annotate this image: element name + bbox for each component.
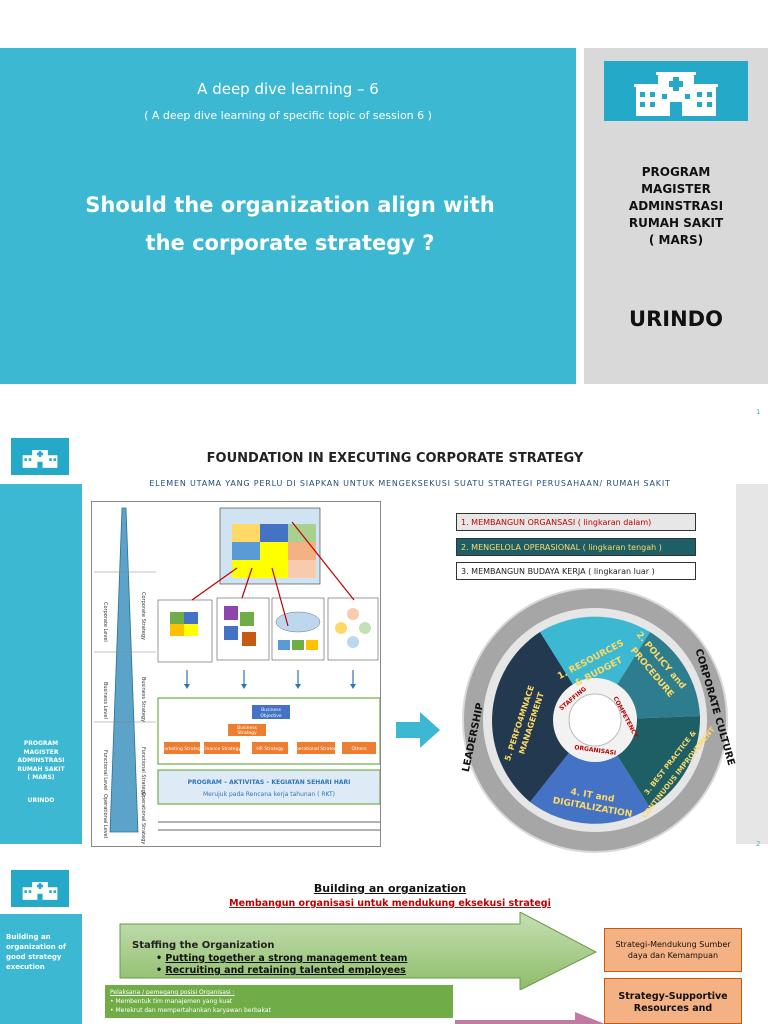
function-label: HR Strategy <box>256 746 284 752</box>
slide1-page-number: 1 <box>756 408 761 416</box>
staffing-bullet: • Recruiting and retaining talented empl… <box>156 965 406 976</box>
staffing-arrow <box>119 912 598 990</box>
tower-label: Corporate Level <box>102 602 108 642</box>
svg-text:Strategy: Strategy <box>237 730 257 736</box>
hospital-icon <box>22 881 58 900</box>
slide3-sidebar-text: Building an organization of good strateg… <box>6 933 67 971</box>
slide2-sidebar-institution: URINDO <box>27 797 55 804</box>
tower-label: Functional Level <box>102 750 108 791</box>
staffing-bullet: • Putting together a strong management t… <box>156 953 408 964</box>
business-objective-label: Business <box>261 707 281 713</box>
program-line: PROGRAM <box>641 165 711 179</box>
slide1-program-name: PROGRAM MAGISTER ADMINSTRASI RUMAH SAKIT… <box>600 164 752 249</box>
slide2-title: FOUNDATION IN EXECUTING CORPORATE STRATE… <box>206 451 584 466</box>
function-box <box>252 742 288 754</box>
hospital-icon <box>634 72 718 116</box>
svg-text:Objective: Objective <box>260 713 282 719</box>
wheel-segment-performance <box>492 632 595 802</box>
function-label: Others <box>351 746 367 752</box>
slide1-institution: URINDO <box>629 307 723 331</box>
slide1-title-line1: Should the organization align with <box>85 193 495 217</box>
tower-label: Operational Level <box>102 794 108 838</box>
wheel-core <box>568 693 622 747</box>
slide1-title: Should the organization align with the c… <box>60 186 520 262</box>
wheel-segment-it <box>530 720 650 824</box>
function-box <box>297 742 335 754</box>
program-line: PROGRAM <box>23 740 59 747</box>
green-box-heading: Pelaksana / pemegang posisi Organisasi : <box>110 989 235 996</box>
slide2-subtitle: ELEMEN UTAMA YANG PERLU DI SIAPKAN UNTUK… <box>149 479 671 488</box>
function-label: Operational Strategy <box>292 746 339 752</box>
program-line: MAGISTER <box>23 748 59 756</box>
second-arrow-top <box>455 1012 605 1024</box>
program-line: ( MARS) <box>27 774 55 781</box>
function-box <box>342 742 376 754</box>
tower-label: Business Level <box>102 682 108 719</box>
hospital-logo <box>604 61 748 121</box>
slide3-sidebar <box>0 914 82 1024</box>
svg-text:Business: Business <box>237 725 257 731</box>
slide3-title: Building an organization <box>313 882 467 895</box>
legend-item-operasional: 2. MENGELOLA OPERASIONAL ( lingkaran ten… <box>456 538 696 556</box>
slide3-hospital-logo <box>11 870 69 907</box>
staffing-translation-box: Pelaksana / pemegang posisi Organisasi :… <box>105 985 453 1018</box>
right-arrow-icon <box>396 712 440 748</box>
resources-box-english: Strategy-Supportive Resources and <box>604 978 742 1024</box>
staffing-title: Staffing the Organization <box>132 940 275 951</box>
program-line2: Merujuk pada Rencana kerja tahunan ( RKT… <box>203 791 335 798</box>
tower-label: Functional Strategy <box>140 747 146 796</box>
wheel-segment-resources <box>540 616 650 720</box>
tower-shape <box>109 507 139 833</box>
program-line: ADMINSTRASI <box>628 199 724 213</box>
program-line: RUMAH SAKIT <box>17 765 65 773</box>
program-line: RUMAH SAKIT <box>628 216 724 230</box>
function-label: Marketing Strategy <box>160 746 203 752</box>
program-box <box>157 769 381 805</box>
legend-item-organisasi: 1. MEMBANGUN ORGANSASI ( lingkaran dalam… <box>456 513 696 531</box>
function-box <box>164 742 200 754</box>
hospital-icon <box>22 449 58 468</box>
business-objective-box <box>252 705 290 719</box>
slide2-right-strip <box>736 484 768 844</box>
tower-label: Corporate Strategy <box>140 592 146 640</box>
legend-item-budaya: 3. MEMBANGUN BUDAYA KERJA ( lingkaran lu… <box>456 562 696 580</box>
slide2-page-number: 2 <box>756 840 761 848</box>
strategy-hierarchy-diagram: Corporate Level Business Level Functiona… <box>91 501 381 847</box>
slide1-title-panel <box>0 48 576 384</box>
slide2-sidebar <box>0 484 82 844</box>
function-box <box>204 742 240 754</box>
green-box-item: • Membentuk tim manajemen yang kuat <box>110 998 233 1005</box>
business-strategy-box <box>228 724 266 736</box>
slide1-title-line2: the corporate strategy ? <box>145 231 435 255</box>
hierarchy-graphic: Corporate Level Business Level Functiona… <box>94 507 381 844</box>
slide2-hospital-logo <box>11 438 69 475</box>
program-line: ADMINSTRASI <box>17 757 65 764</box>
slide1-subtitle-detail: ( A deep dive learning of specific topic… <box>144 109 432 122</box>
slide1-subtitle: A deep dive learning – 6 <box>197 80 379 98</box>
green-box-item: • Merekrut dan mempertahankan karyawan b… <box>110 1007 271 1014</box>
program-line: ( MARS) <box>648 233 704 247</box>
function-label: Finance Strategy <box>203 746 241 752</box>
execution-wheel: 1. RESOURCES & BUDGET 2. POLICY and PROC… <box>461 588 736 853</box>
program-line1: PROGRAM – AKTIVITAS – KEGIATAN SEHARI HA… <box>188 779 351 786</box>
slide2-sidebar-program: PROGRAM MAGISTER ADMINSTRASI RUMAH SAKIT… <box>0 740 82 783</box>
tower-label: Operational Strategy <box>140 792 146 844</box>
slide3-subtitle: Membangun organisasi untuk mendukung eks… <box>229 898 551 909</box>
program-line: MAGISTER <box>641 182 711 196</box>
resources-box-indonesian: Strategi-Mendukung Sumber daya dan Kemam… <box>604 928 742 972</box>
tower-label: Business Strategy <box>140 677 146 722</box>
